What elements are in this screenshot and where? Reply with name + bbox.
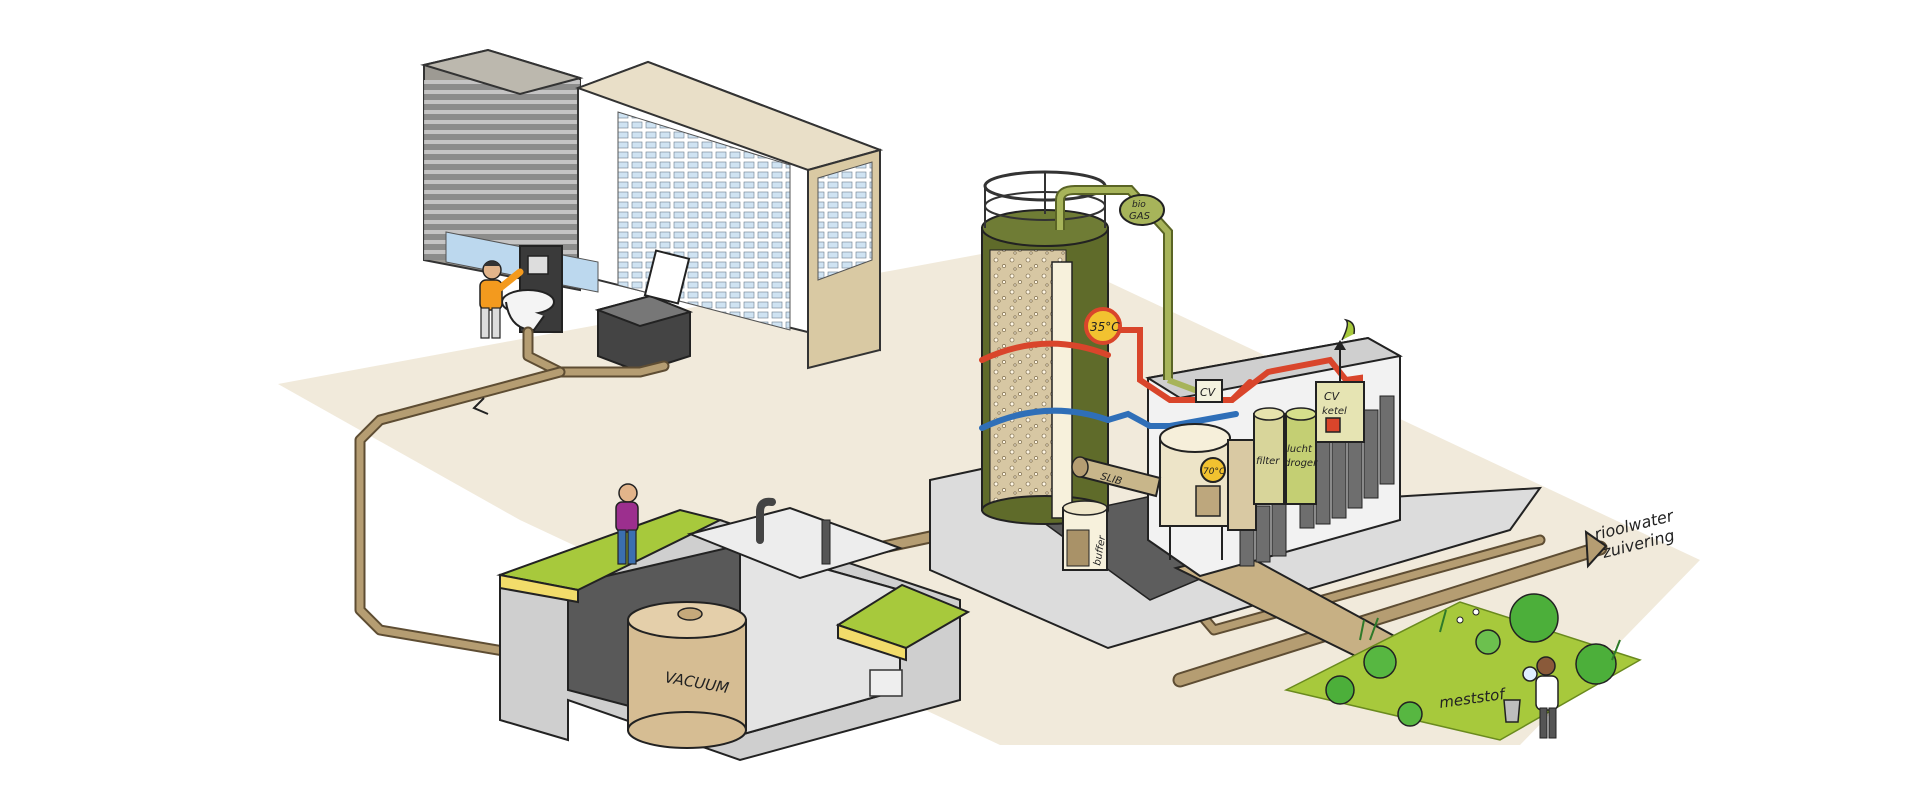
air-dryer-label-1: lucht [1287,444,1313,455]
vacuum-toilet [501,245,563,333]
riool-arrow-icon [1584,529,1608,569]
temp-label-35: 35°C [1090,320,1120,334]
cv-box-label: CV [1200,386,1217,399]
person-purple [615,483,639,565]
biogas-label-2: GAS [1129,211,1151,222]
temperature-gauge [1084,307,1122,345]
air-dryer-unit [1285,407,1317,505]
biogas-badge [1119,194,1165,226]
cv-box [1195,379,1223,403]
separation-toilet [594,249,694,374]
flow-arrow-icon [472,397,489,415]
person-orange [479,260,524,339]
buffer-label: buffer [1092,534,1108,566]
filter-label: filter [1256,456,1280,467]
filter-unit [1253,407,1285,505]
cv-boiler-label-1: CV [1324,390,1341,403]
sludge-pipe [1071,456,1162,498]
slib-label: SLIB [1099,471,1123,487]
digester-reactor [981,170,1109,525]
biogas-label-1: bio [1132,200,1146,210]
cv-boiler [1315,318,1365,443]
hygienisation-tank [1159,423,1257,560]
buffer-tank [1062,500,1108,571]
biogas-pipe [1055,185,1202,395]
vacuum-station [496,497,971,762]
air-dryer-label-2: droger [1284,458,1318,469]
person-scientist [1503,656,1559,739]
temp-label-70: 70°C [1203,467,1226,477]
cv-boiler-label-2: ketel [1322,406,1347,417]
